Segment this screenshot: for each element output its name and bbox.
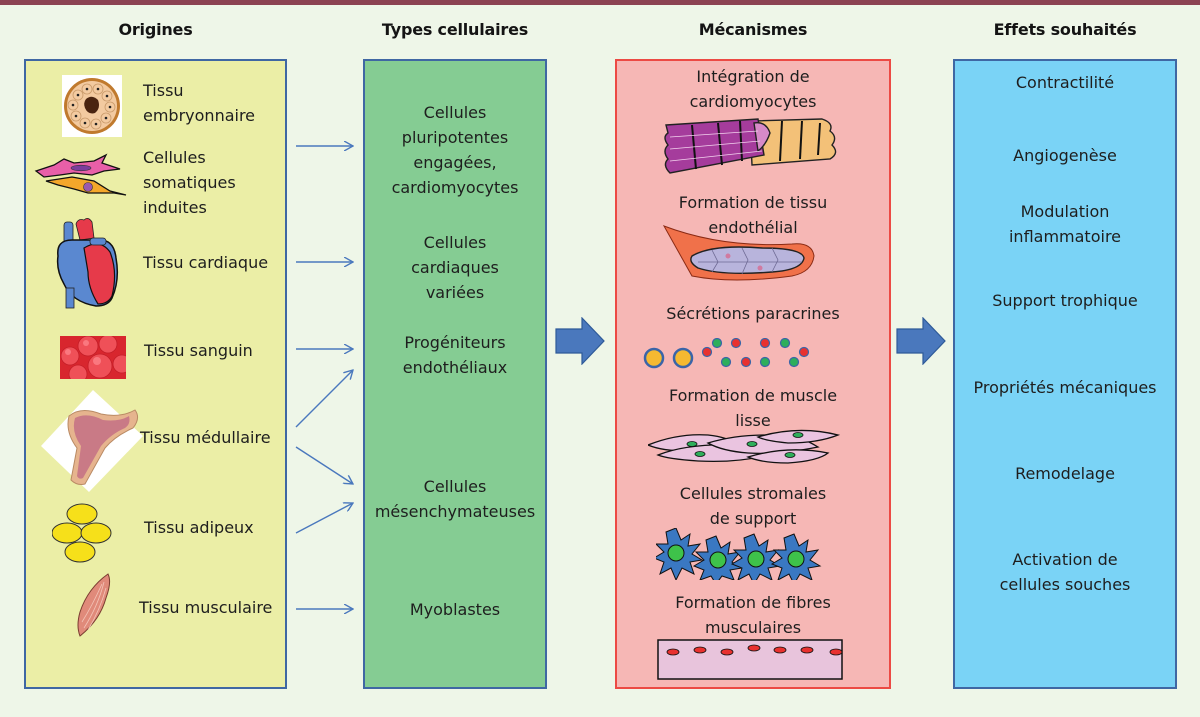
muscle-fiber-icon [657,639,844,681]
arrow-adipose-to-mesenchymal [295,503,353,534]
effect-item: Propriétés mécaniques [973,378,1157,397]
effect-item: Support trophique [992,291,1138,310]
blood-vessel-icon [662,222,820,284]
block-arrow-types-to-mechanisms [554,317,606,365]
mechanism-label: Sécrétions paracrines [666,304,840,323]
blood-cells-icon [60,336,126,379]
bone-marrow-icon [41,388,145,494]
smooth-muscle-icon [648,425,844,465]
origin-label: Tissu musculaire [139,598,273,617]
effects-box [953,59,1177,689]
origin-label: Tissu cardiaque [143,253,269,272]
effect-item: Contractilité [1015,73,1115,92]
top-bar [0,0,1200,5]
effect-item: Angiogenèse [1013,146,1117,165]
cell-type-item: Myoblastes [409,600,501,619]
origin-label: Tissu sanguin [144,341,253,360]
arrow-marrow-to-endothelial [295,370,353,428]
cell-types-box [363,59,547,689]
muscle-icon [74,572,114,638]
column-title-origins: Origines [118,20,193,39]
origin-label: Tissu médullaire [140,428,271,447]
block-arrow-mechanisms-to-effects [895,317,947,365]
somatic-cells-icon [34,153,130,198]
column-title-cell-types: Types cellulaires [381,20,529,39]
fat-cells-icon [52,503,114,565]
embryo-tissue-icon [62,75,122,137]
heart-icon [52,218,124,310]
cardiomyocytes-icon [662,115,840,175]
arrow-marrow-to-mesenchymal [295,446,353,484]
column-title-mechanisms: Mécanismes [698,20,808,39]
stromal-cells-icon [656,528,828,580]
paracrine-secretion-icon [640,338,812,372]
origin-label: Tissu adipeux [144,518,254,537]
column-title-effects: Effets souhaités [993,20,1137,39]
effect-item: Remodelage [1015,464,1115,483]
connector-arrows [295,130,365,630]
